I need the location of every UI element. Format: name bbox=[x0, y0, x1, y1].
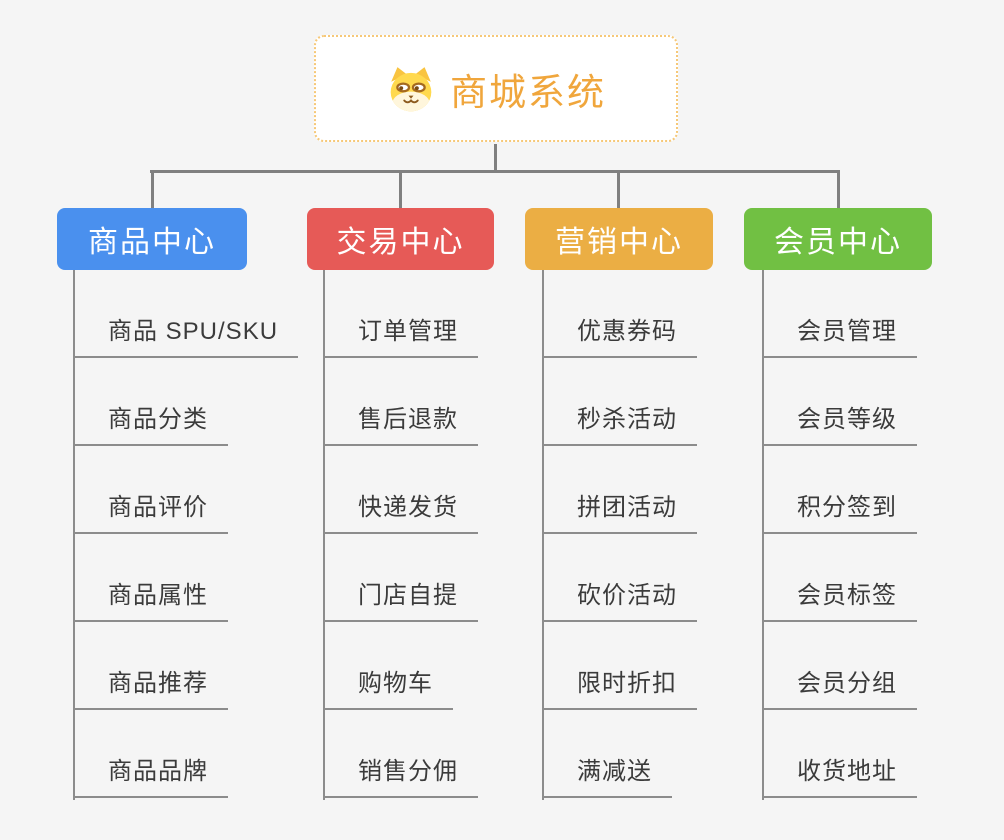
leaf-column-product-center: 商品 SPU/SKU 商品分类 商品评价 商品属性 商品推荐 商品品牌 bbox=[73, 270, 299, 800]
leaf-item-bargain-activity[interactable]: 砍价活动 bbox=[544, 575, 697, 622]
branch-label: 会员中心 bbox=[774, 226, 902, 259]
leaf-item-limited-time-discount[interactable]: 限时折扣 bbox=[544, 663, 697, 710]
leaf-column-trade-center: 订单管理 售后退款 快递发货 门店自提 购物车 销售分佣 bbox=[323, 270, 478, 800]
leaf-item-flash-sale[interactable]: 秒杀活动 bbox=[544, 399, 697, 446]
leaf-row: 满减送 bbox=[544, 710, 697, 798]
leaf-item-group-buy[interactable]: 拼团活动 bbox=[544, 487, 697, 534]
leaf-item-product-review[interactable]: 商品评价 bbox=[75, 487, 228, 534]
leaf-row: 秒杀活动 bbox=[544, 358, 697, 446]
branch-label: 营销中心 bbox=[555, 226, 683, 259]
leaf-item-product-attribute[interactable]: 商品属性 bbox=[75, 575, 228, 622]
leaf-row: 购物车 bbox=[325, 622, 478, 710]
leaf-item-member-level[interactable]: 会员等级 bbox=[764, 399, 917, 446]
connector-horizontal-bar bbox=[150, 170, 840, 173]
leaf-item-product-brand[interactable]: 商品品牌 bbox=[75, 751, 228, 798]
leaf-item-coupon-code[interactable]: 优惠券码 bbox=[544, 311, 697, 358]
leaf-row: 砍价活动 bbox=[544, 534, 697, 622]
leaf-row: 订单管理 bbox=[325, 270, 478, 358]
branch-node-trade-center[interactable]: 交易中心 bbox=[307, 208, 494, 270]
leaf-item-sales-commission[interactable]: 销售分佣 bbox=[325, 751, 478, 798]
leaf-row: 会员分组 bbox=[764, 622, 917, 710]
leaf-item-shopping-cart[interactable]: 购物车 bbox=[325, 663, 453, 710]
leaf-row: 商品品牌 bbox=[75, 710, 298, 798]
leaf-item-express-shipping[interactable]: 快递发货 bbox=[325, 487, 478, 534]
connector-drop-members bbox=[837, 170, 840, 208]
root-node-mall-system[interactable]: 商城系统 bbox=[314, 35, 678, 142]
leaf-row: 商品分类 bbox=[75, 358, 298, 446]
leaf-row: 销售分佣 bbox=[325, 710, 478, 798]
leaf-item-full-reduction[interactable]: 满减送 bbox=[544, 751, 672, 798]
leaf-column-marketing-center: 优惠券码 秒杀活动 拼团活动 砍价活动 限时折扣 满减送 bbox=[542, 270, 697, 800]
leaf-item-member-tags[interactable]: 会员标签 bbox=[764, 575, 917, 622]
shiba-dog-icon bbox=[390, 66, 432, 111]
branch-node-marketing-center[interactable]: 营销中心 bbox=[525, 208, 713, 270]
leaf-item-product-spu-sku[interactable]: 商品 SPU/SKU bbox=[75, 311, 299, 358]
leaf-row: 优惠券码 bbox=[544, 270, 697, 358]
connector-drop-marketing bbox=[617, 170, 620, 208]
leaf-row: 会员等级 bbox=[764, 358, 917, 446]
leaf-row: 积分签到 bbox=[764, 446, 917, 534]
leaf-row: 收货地址 bbox=[764, 710, 917, 798]
leaf-row: 拼团活动 bbox=[544, 446, 697, 534]
leaf-row: 商品 SPU/SKU bbox=[75, 270, 299, 358]
branch-node-member-center[interactable]: 会员中心 bbox=[744, 208, 932, 270]
leaf-row: 会员标签 bbox=[764, 534, 917, 622]
leaf-item-product-recommend[interactable]: 商品推荐 bbox=[75, 663, 228, 710]
connector-drop-trade bbox=[399, 170, 402, 208]
branch-node-product-center[interactable]: 商品中心 bbox=[57, 208, 247, 270]
leaf-row: 快递发货 bbox=[325, 446, 478, 534]
root-title: 商城系统 bbox=[450, 71, 606, 113]
leaf-row: 商品属性 bbox=[75, 534, 298, 622]
leaf-column-member-center: 会员管理 会员等级 积分签到 会员标签 会员分组 收货地址 bbox=[762, 270, 917, 800]
leaf-item-shipping-address[interactable]: 收货地址 bbox=[764, 751, 917, 798]
leaf-item-order-management[interactable]: 订单管理 bbox=[325, 311, 478, 358]
branch-label: 商品中心 bbox=[88, 226, 216, 259]
leaf-row: 会员管理 bbox=[764, 270, 917, 358]
leaf-row: 商品推荐 bbox=[75, 622, 298, 710]
leaf-item-product-category[interactable]: 商品分类 bbox=[75, 399, 228, 446]
leaf-row: 售后退款 bbox=[325, 358, 478, 446]
leaf-item-aftersale-refund[interactable]: 售后退款 bbox=[325, 399, 478, 446]
leaf-row: 门店自提 bbox=[325, 534, 478, 622]
connector-drop-products bbox=[151, 170, 154, 208]
leaf-item-points-checkin[interactable]: 积分签到 bbox=[764, 487, 917, 534]
leaf-item-member-groups[interactable]: 会员分组 bbox=[764, 663, 917, 710]
leaf-item-store-pickup[interactable]: 门店自提 bbox=[325, 575, 478, 622]
leaf-row: 限时折扣 bbox=[544, 622, 697, 710]
connector-root-stub bbox=[494, 144, 497, 171]
leaf-item-member-management[interactable]: 会员管理 bbox=[764, 311, 917, 358]
branch-label: 交易中心 bbox=[336, 226, 465, 259]
leaf-row: 商品评价 bbox=[75, 446, 298, 534]
